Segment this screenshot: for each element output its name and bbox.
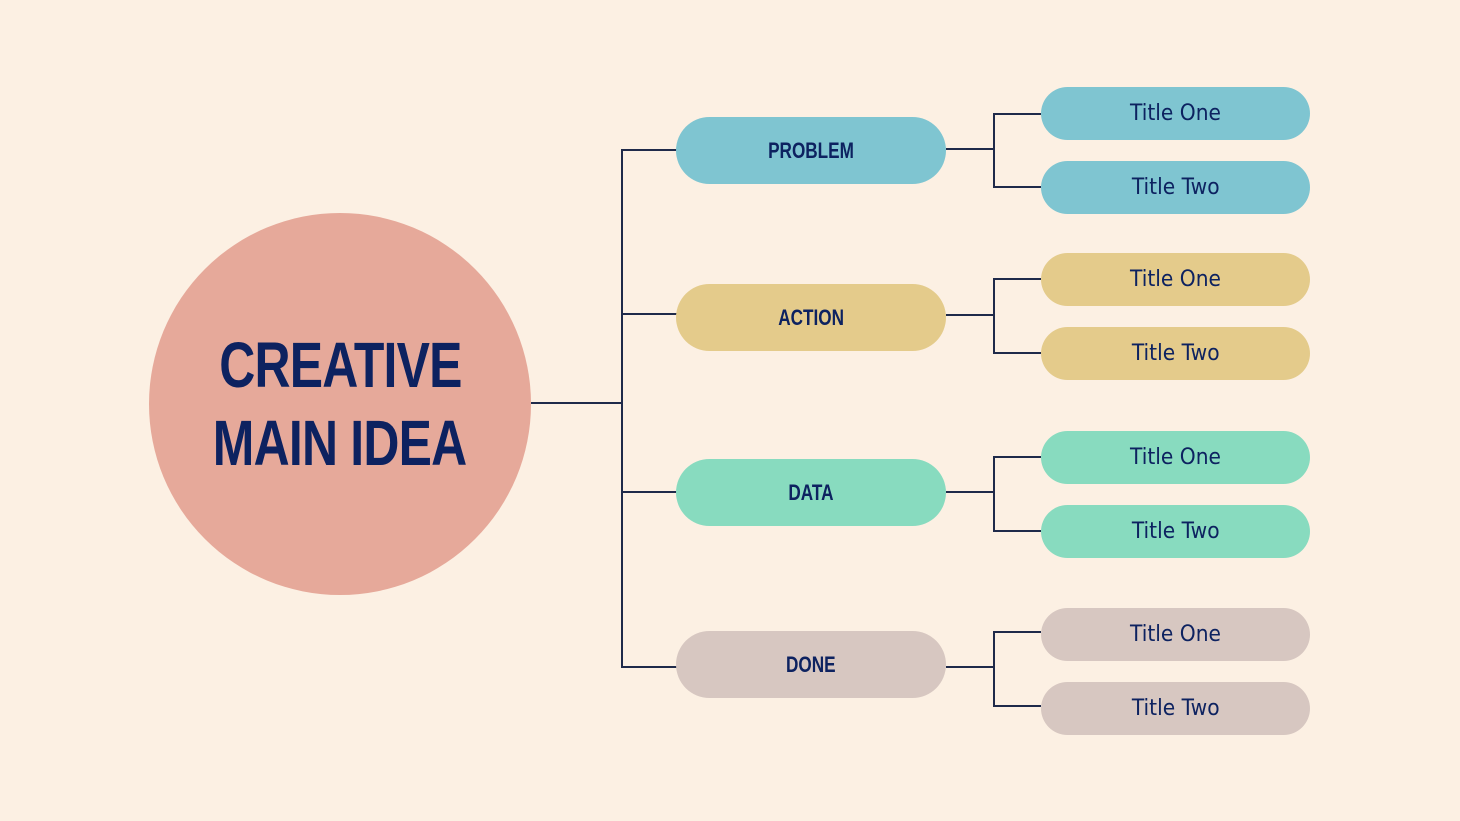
connector-problem-split (993, 113, 995, 188)
leaf-action-title-one[interactable]: Title One (1041, 253, 1310, 306)
connector-data-child1 (993, 456, 1041, 458)
connector-data-split (993, 456, 995, 532)
leaf-data-title-one[interactable]: Title One (1041, 431, 1310, 484)
connector-action-child1 (993, 278, 1041, 280)
branch-action[interactable]: ACTION (676, 284, 946, 351)
leaf-label: Title One (1129, 267, 1222, 292)
connector-action-split (993, 278, 995, 354)
leaf-problem-title-one[interactable]: Title One (1041, 87, 1310, 140)
connector-problem-out (946, 148, 994, 150)
connector-trunk-data (621, 491, 677, 493)
leaf-problem-title-two[interactable]: Title Two (1041, 161, 1310, 214)
connector-trunk (621, 149, 623, 668)
connector-action-out (946, 314, 994, 316)
main-idea-circle[interactable]: CREATIVE MAIN IDEA (149, 213, 531, 595)
connector-trunk-action (621, 313, 677, 315)
leaf-done-title-two[interactable]: Title Two (1041, 682, 1310, 735)
connector-done-out (946, 666, 994, 668)
connector-trunk-problem (621, 149, 677, 151)
leaf-label: Title Two (1131, 696, 1220, 721)
leaf-action-title-two[interactable]: Title Two (1041, 327, 1310, 380)
leaf-label: Title Two (1131, 175, 1220, 200)
branch-done[interactable]: DONE (676, 631, 946, 698)
connector-problem-child1 (993, 113, 1041, 115)
leaf-label: Title One (1129, 445, 1222, 470)
connector-problem-child2 (993, 186, 1041, 188)
branch-action-label: ACTION (778, 304, 844, 330)
connector-main (531, 402, 623, 404)
leaf-label: Title Two (1131, 341, 1220, 366)
branch-data-label: DATA (788, 479, 834, 505)
main-idea-title-line2: MAIN IDEA (213, 407, 467, 479)
branch-done-label: DONE (786, 651, 836, 677)
connector-done-split (993, 631, 995, 707)
main-idea-title-line1: CREATIVE (218, 329, 462, 401)
leaf-done-title-one[interactable]: Title One (1041, 608, 1310, 661)
leaf-data-title-two[interactable]: Title Two (1041, 505, 1310, 558)
connector-trunk-done (621, 666, 677, 668)
branch-problem[interactable]: PROBLEM (676, 117, 946, 184)
connector-done-child1 (993, 631, 1041, 633)
leaf-label: Title Two (1131, 519, 1220, 544)
leaf-label: Title One (1129, 101, 1222, 126)
leaf-label: Title One (1129, 622, 1222, 647)
connector-data-out (946, 491, 994, 493)
branch-data[interactable]: DATA (676, 459, 946, 526)
connector-action-child2 (993, 352, 1041, 354)
branch-problem-label: PROBLEM (768, 137, 854, 163)
connector-done-child2 (993, 705, 1041, 707)
connector-data-child2 (993, 530, 1041, 532)
